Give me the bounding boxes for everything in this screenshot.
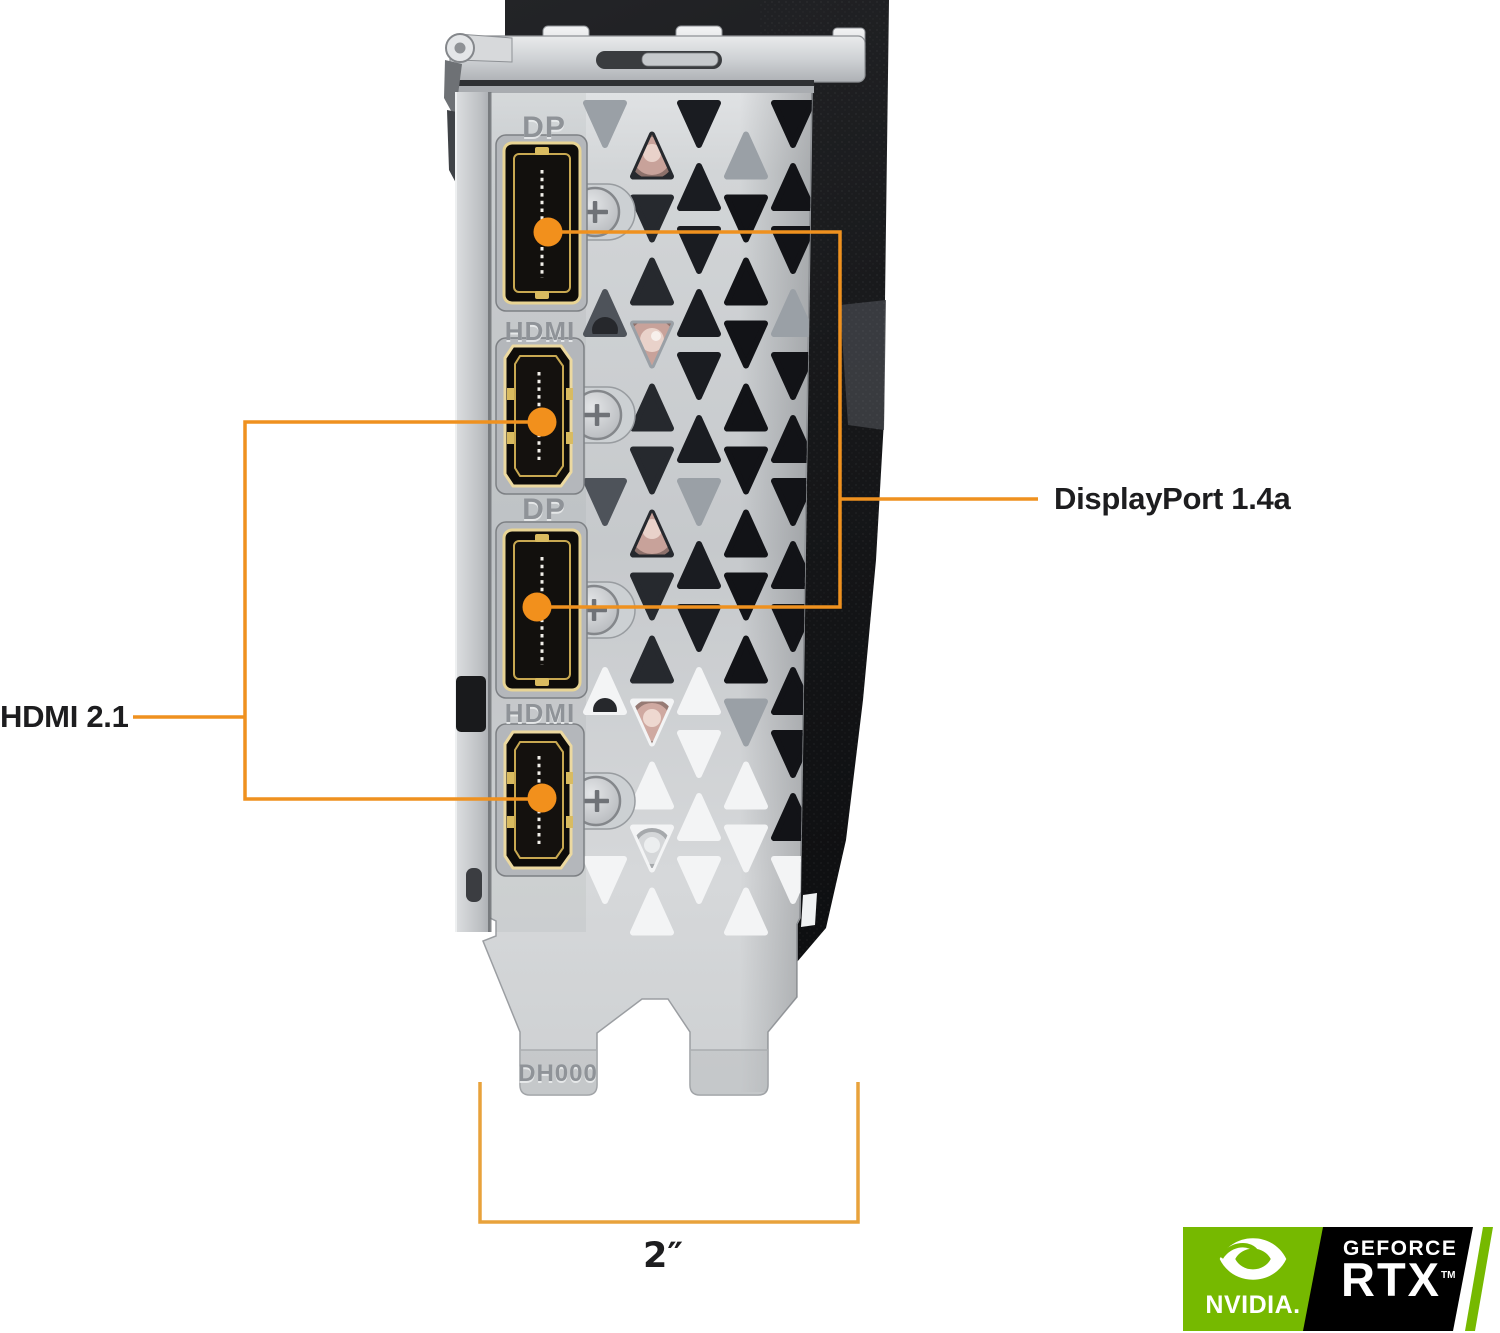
- width-measurement-label: 2″: [643, 1236, 683, 1276]
- stamp-hdmi2-shadow: HDMI: [505, 700, 575, 730]
- vent-hole: [771, 352, 812, 400]
- vent-hole: [771, 163, 812, 211]
- vent-hole: [724, 194, 768, 243]
- vent-hole: [630, 194, 674, 243]
- stamp-serial: DH000: [518, 1060, 598, 1087]
- vent-hole: [724, 131, 768, 180]
- bracket-side-fold: [455, 92, 492, 932]
- vent-hole: [583, 100, 627, 148]
- vent-hole: [583, 856, 627, 904]
- side-notch: [456, 676, 486, 732]
- vent-hole: [677, 289, 721, 337]
- vent-hole: [724, 383, 768, 432]
- vent-hole: [630, 383, 674, 432]
- bracket-top-flange: [444, 25, 866, 185]
- displayport-callout-line: [537, 230, 842, 609]
- hdmi-callout-line: [243, 420, 542, 801]
- badge-green-panel: NVIDIA.: [1183, 1227, 1323, 1331]
- vent-hole: [724, 446, 768, 495]
- vent-hole: [724, 320, 768, 369]
- width-measurement-bracket: [478, 1082, 860, 1224]
- vent-hole: [630, 446, 674, 495]
- vent-hole: [677, 478, 721, 526]
- hdmi-dot-1: [527, 407, 557, 437]
- vent-hole: [724, 257, 768, 306]
- vent-hole: [677, 100, 721, 148]
- vent-hole: [677, 730, 721, 778]
- stamp-dp2: DP: [522, 493, 566, 526]
- vent-hole: [771, 415, 812, 463]
- vent-hole: [771, 667, 812, 715]
- stamp-hdmi1: HDMI: [505, 316, 575, 346]
- vent-hole: [677, 163, 721, 211]
- nvidia-geforce-rtx-badge: NVIDIA. GEFORCE RTXTM: [1183, 1227, 1493, 1331]
- geforce-wordmark: GEFORCE: [1343, 1237, 1458, 1260]
- vent-hole: [724, 635, 768, 684]
- callout-dots: [522, 217, 563, 813]
- vent-hole: [677, 415, 721, 463]
- nvidia-eye-icon: [1219, 1238, 1287, 1280]
- vent-hole: [677, 541, 721, 589]
- vent-hole: [630, 257, 674, 306]
- plate-edge-highlight: [801, 893, 817, 927]
- stamp-dp2-shadow: DP: [522, 495, 566, 528]
- vent-hole: [724, 761, 768, 810]
- displayport-dot-2: [522, 592, 552, 622]
- vent-hole: [724, 572, 768, 621]
- displayport-dot-1: [533, 217, 563, 247]
- hdmi-port-1: [495, 337, 585, 495]
- stamp-serial-shadow: DH000: [518, 1062, 598, 1089]
- rtx-wordmark: RTXTM: [1341, 1256, 1455, 1303]
- vent-hole: [677, 667, 721, 715]
- hdmi-dot-2: [527, 783, 557, 813]
- vent-hole: [724, 824, 768, 873]
- rtx-text: RTX: [1341, 1253, 1441, 1306]
- displayport-label: DisplayPort 1.4a: [1054, 481, 1291, 516]
- vent-hole: [677, 793, 721, 841]
- vent-hole: [771, 541, 812, 589]
- vent-hole: [724, 509, 768, 558]
- vent-hole: [677, 226, 721, 274]
- stamp-hdmi1-shadow: HDMI: [505, 318, 575, 348]
- flange-gap: [452, 80, 814, 87]
- vent-hole: [583, 478, 627, 526]
- trademark-mark: TM: [1441, 1270, 1456, 1281]
- port-stamps: DP DP HDMI HDMI DP DP HDMI HDMI DH000 DH…: [505, 111, 598, 1089]
- vent-hole: [771, 289, 812, 337]
- hdmi-label: HDMI 2.1: [0, 699, 129, 734]
- vent-hole: [677, 352, 721, 400]
- vent-hole: [724, 887, 768, 936]
- vent-hole: [677, 856, 721, 904]
- stamp-hdmi2: HDMI: [505, 698, 575, 728]
- vent-hole: [771, 100, 812, 148]
- vent-hole: [630, 635, 674, 684]
- vent-hole: [630, 887, 674, 936]
- callout-lines: [133, 230, 1038, 801]
- vent-hole: [724, 698, 768, 747]
- bracket-hook: [444, 33, 513, 185]
- nvidia-wordmark: NVIDIA.: [1205, 1291, 1301, 1319]
- stamp-dp1: DP: [522, 111, 566, 144]
- side-nub: [466, 868, 482, 902]
- badge-black-panel: GEFORCE RTXTM: [1303, 1227, 1473, 1331]
- stamp-dp1-shadow: DP: [522, 113, 566, 146]
- vent-hole: [771, 478, 812, 526]
- vent-hole: [630, 761, 674, 810]
- vent-hole: [630, 572, 674, 621]
- vent-hole: [771, 226, 812, 274]
